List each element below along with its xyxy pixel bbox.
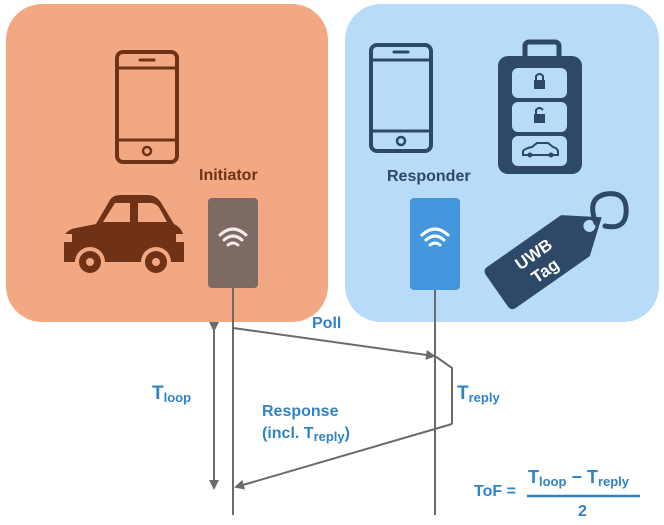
tof-num-sub2: reply (597, 474, 630, 489)
car-icon (64, 195, 184, 277)
tof-num-sub1: loop (539, 474, 567, 489)
tof-lhs: ToF = (474, 483, 516, 500)
response-detail-suffix: ) (344, 425, 350, 442)
tloop-label: Tloop (152, 384, 191, 404)
response-label: Response (262, 403, 339, 420)
initiator-device-icon (208, 198, 258, 288)
tof-num-t2: T (586, 467, 598, 487)
tloop-sub: loop (163, 390, 192, 405)
treply-bracket (434, 355, 453, 424)
smartphone-icon (115, 50, 179, 164)
tof-num-minus: − (566, 467, 587, 487)
initiator-label: Initiator (199, 167, 258, 184)
tof-num-t1: T (528, 467, 539, 487)
key-fob-icon (498, 39, 582, 174)
smartphone-icon (369, 43, 433, 153)
tof-denominator: 2 (578, 503, 587, 520)
tloop-main: T (152, 383, 164, 404)
treply-sub: reply (468, 390, 500, 405)
treply-label: Treply (457, 384, 500, 404)
treply-main: T (457, 383, 469, 404)
tof-numerator: Tloop − Treply (528, 468, 629, 488)
response-detail-prefix: (incl. T (262, 425, 314, 442)
poll-label: Poll (312, 315, 342, 332)
response-detail-label: (incl. Treply) (262, 425, 350, 444)
poll-arrow (232, 327, 436, 360)
response-detail-sub: reply (313, 429, 345, 444)
response-arrow (234, 423, 453, 490)
responder-label: Responder (387, 168, 471, 185)
responder-device-icon (410, 198, 460, 290)
